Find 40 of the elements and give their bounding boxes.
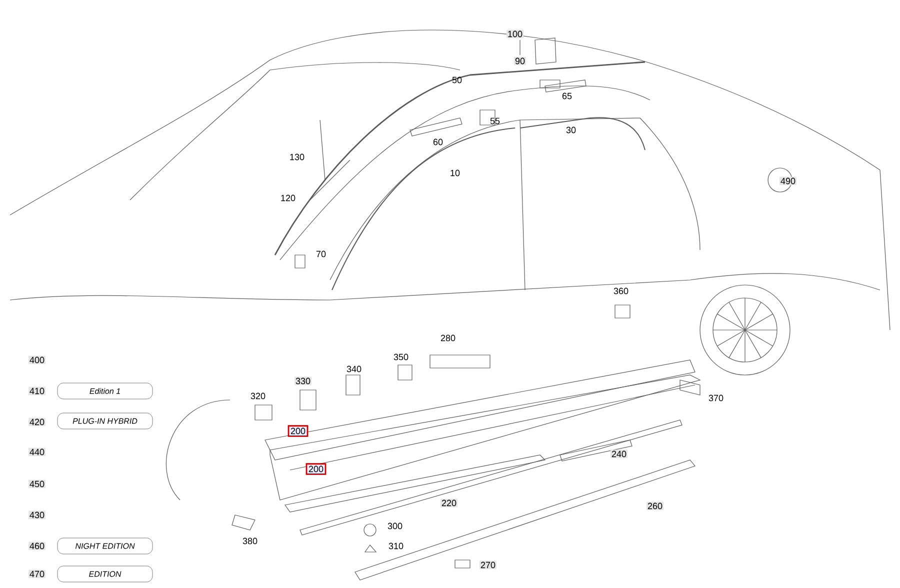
callout-number: 120 bbox=[281, 194, 296, 202]
callout-number: 440 bbox=[28, 448, 46, 456]
callout-number: 400 bbox=[28, 356, 46, 364]
callout-number: 350 bbox=[394, 354, 408, 360]
badge: NIGHT EDITION bbox=[57, 538, 153, 554]
badge: PLUG-IN HYBRID bbox=[57, 412, 153, 430]
callout-number: 420 bbox=[28, 418, 46, 426]
callout-number: 240 bbox=[610, 450, 628, 458]
callout-number: 460 bbox=[28, 542, 46, 550]
callout-number: 220 bbox=[440, 498, 458, 508]
callout-number: 270 bbox=[480, 560, 497, 570]
callout-number: 330 bbox=[294, 376, 312, 386]
callout-number: 300 bbox=[388, 522, 402, 530]
callout-number: 340 bbox=[346, 366, 362, 372]
callout-number: 90 bbox=[514, 56, 526, 66]
callout-number: 65 bbox=[562, 92, 572, 100]
callout-number: 100 bbox=[506, 30, 524, 38]
callout-number: 370 bbox=[708, 394, 724, 402]
callout-number: 260 bbox=[646, 502, 664, 510]
callout-number: 310 bbox=[388, 542, 404, 550]
callout-number: 360 bbox=[614, 288, 628, 294]
callout-number: 320 bbox=[250, 392, 266, 400]
callout-number: 380 bbox=[242, 538, 258, 544]
callout-number: 450 bbox=[28, 480, 46, 488]
callout-number: 280 bbox=[440, 334, 456, 342]
badge: EDITION bbox=[57, 566, 153, 582]
callout-number: 470 bbox=[28, 570, 46, 578]
badge: Edition 1 bbox=[57, 382, 153, 400]
callout-number: 130 bbox=[290, 154, 304, 160]
callout-number: 430 bbox=[28, 510, 46, 520]
callout-number: 10 bbox=[450, 170, 460, 176]
highlighted-callout: 200 bbox=[288, 425, 308, 437]
callout-number: 490 bbox=[780, 176, 796, 186]
callout-number: 55 bbox=[490, 118, 500, 124]
callout-number: 60 bbox=[433, 138, 443, 146]
callout-number: 30 bbox=[566, 126, 576, 134]
callout-number: 70 bbox=[316, 250, 326, 258]
highlighted-callout: 200 bbox=[306, 463, 326, 475]
callout-number: 410 bbox=[28, 386, 46, 396]
callout-number: 50 bbox=[452, 76, 462, 84]
